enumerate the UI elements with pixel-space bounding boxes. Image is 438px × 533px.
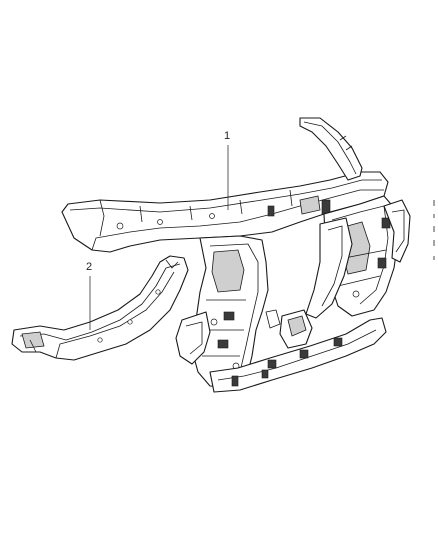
callout-2-label: 2 (86, 261, 92, 273)
radiator-support-part[interactable] (61, 117, 411, 393)
callout-2: 2 (86, 261, 92, 330)
lower-beam-part[interactable] (11, 255, 189, 361)
callout-1: 1 (224, 130, 230, 210)
callout-1-label: 1 (224, 130, 230, 142)
